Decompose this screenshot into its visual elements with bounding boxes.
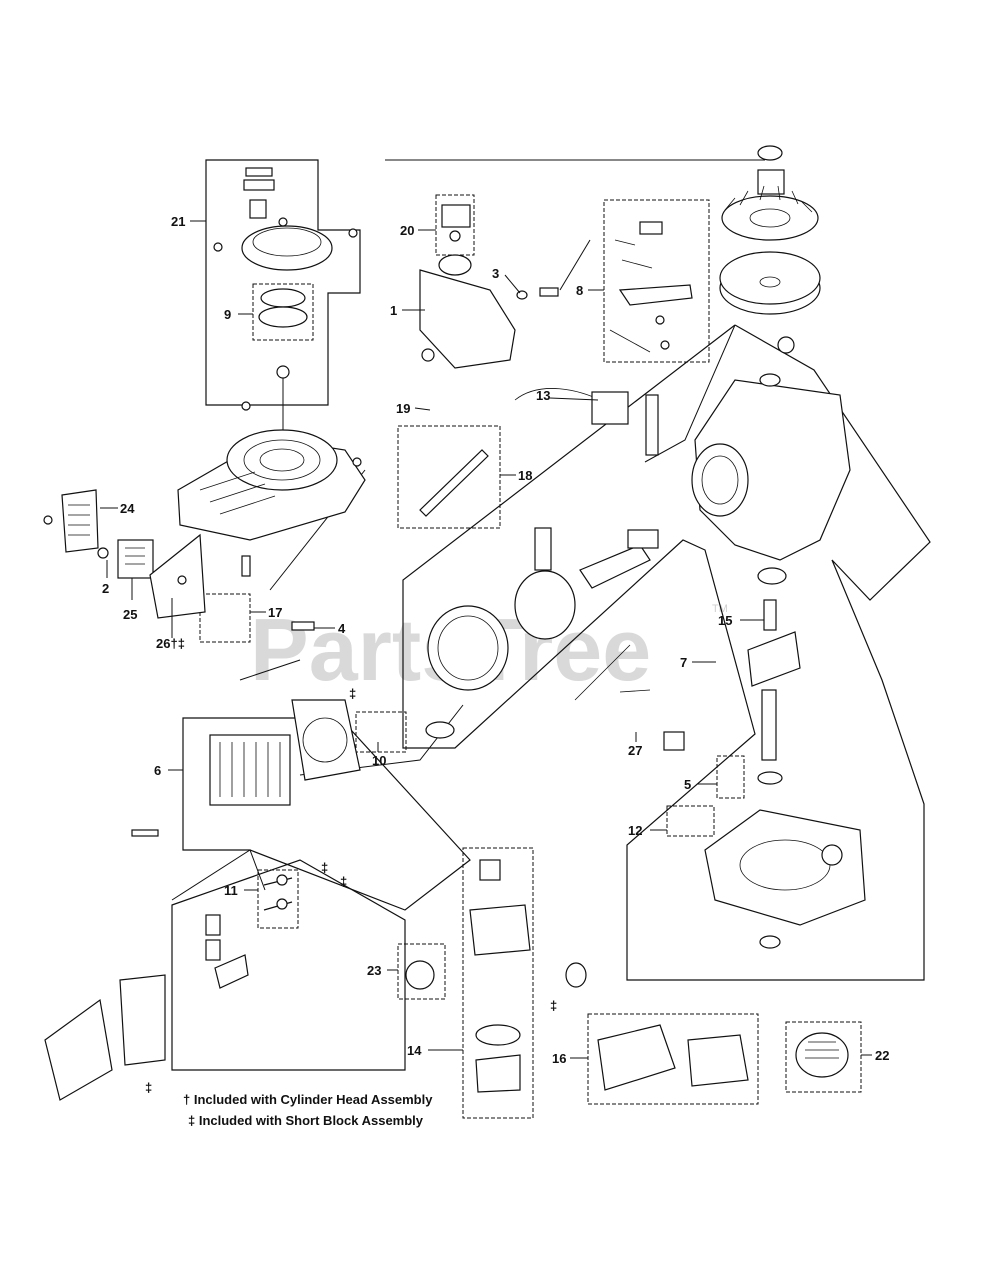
callout-7: 7 [680,655,687,670]
callout-13: 13 [536,388,550,403]
cylinder-head [131,699,361,837]
sump [704,809,866,949]
part-box-22 [785,1021,862,1093]
marker-short-block: ‡ [349,686,356,701]
watermark-trademark: TM [712,603,728,615]
part-box-17 [199,593,251,643]
callout-25: 25 [123,607,137,622]
governor-linkage [609,221,693,353]
leader-lines [100,220,872,1059]
part-box-14 [462,847,534,1119]
carburetor-body [419,204,591,369]
part-box-9 [252,283,314,341]
blower-housing [177,401,366,577]
short-block-markers: ‡ ‡ ‡ ‡ ‡ [145,686,557,1095]
callout-24: 24 [120,501,135,516]
callout-22: 22 [875,1048,889,1063]
callout-5: 5 [684,777,691,792]
callout-19: 19 [396,401,410,416]
ignition-coil [419,388,659,517]
callout-20: 20 [400,223,414,238]
part-box-10 [355,711,407,753]
part-box-23 [397,943,446,1000]
small-hardware [291,621,685,751]
air-cleaner-parts [43,489,206,619]
callout-labels: 21 20 3 8 1 9 13 19 18 24 2 25 26†‡ 17 4… [102,214,889,1066]
marker-short-block: ‡ [145,1080,152,1095]
valve-region [171,859,406,1071]
callout-8: 8 [576,283,583,298]
marker-short-block: ‡ [340,874,347,889]
valve-train [205,874,293,989]
part-box-5 [716,755,745,799]
marker-short-block: ‡ [550,998,557,1013]
flywheel-assembly [719,145,821,315]
part-box-8 [603,199,710,363]
part-box-18 [397,425,501,529]
callout-18: 18 [518,468,532,483]
callout-23: 23 [367,963,381,978]
callout-17: 17 [268,605,282,620]
short-block-region [402,324,931,981]
callout-1: 1 [390,303,397,318]
part-box-11 [257,869,299,929]
valve-cover [44,974,166,1101]
callout-2: 2 [102,581,109,596]
piston-assembly [425,527,659,739]
callout-27: 27 [628,743,642,758]
callout-10: 10 [372,753,386,768]
callout-26: 26†‡ [156,636,185,651]
callout-12: 12 [628,823,642,838]
callout-4: 4 [338,621,346,636]
callout-21: 21 [171,214,185,229]
note-cylinder-head: † Included with Cylinder Head Assembly [183,1092,433,1107]
note-short-block: ‡ Included with Short Block Assembly [188,1113,424,1128]
rewind-starter [213,167,358,440]
callout-6: 6 [154,763,161,778]
muffler-parts [597,1024,849,1091]
callout-3: 3 [492,266,499,281]
marker-short-block: ‡ [321,860,328,875]
callout-11: 11 [224,883,238,898]
callout-14: 14 [407,1043,422,1058]
callout-15: 15 [718,613,732,628]
carburetor [405,859,587,1093]
crankshaft [747,599,801,785]
part-box-12 [666,805,715,837]
part-box-16 [587,1013,759,1105]
callout-9: 9 [224,307,231,322]
crankcase [691,336,851,585]
callout-16: 16 [552,1051,566,1066]
